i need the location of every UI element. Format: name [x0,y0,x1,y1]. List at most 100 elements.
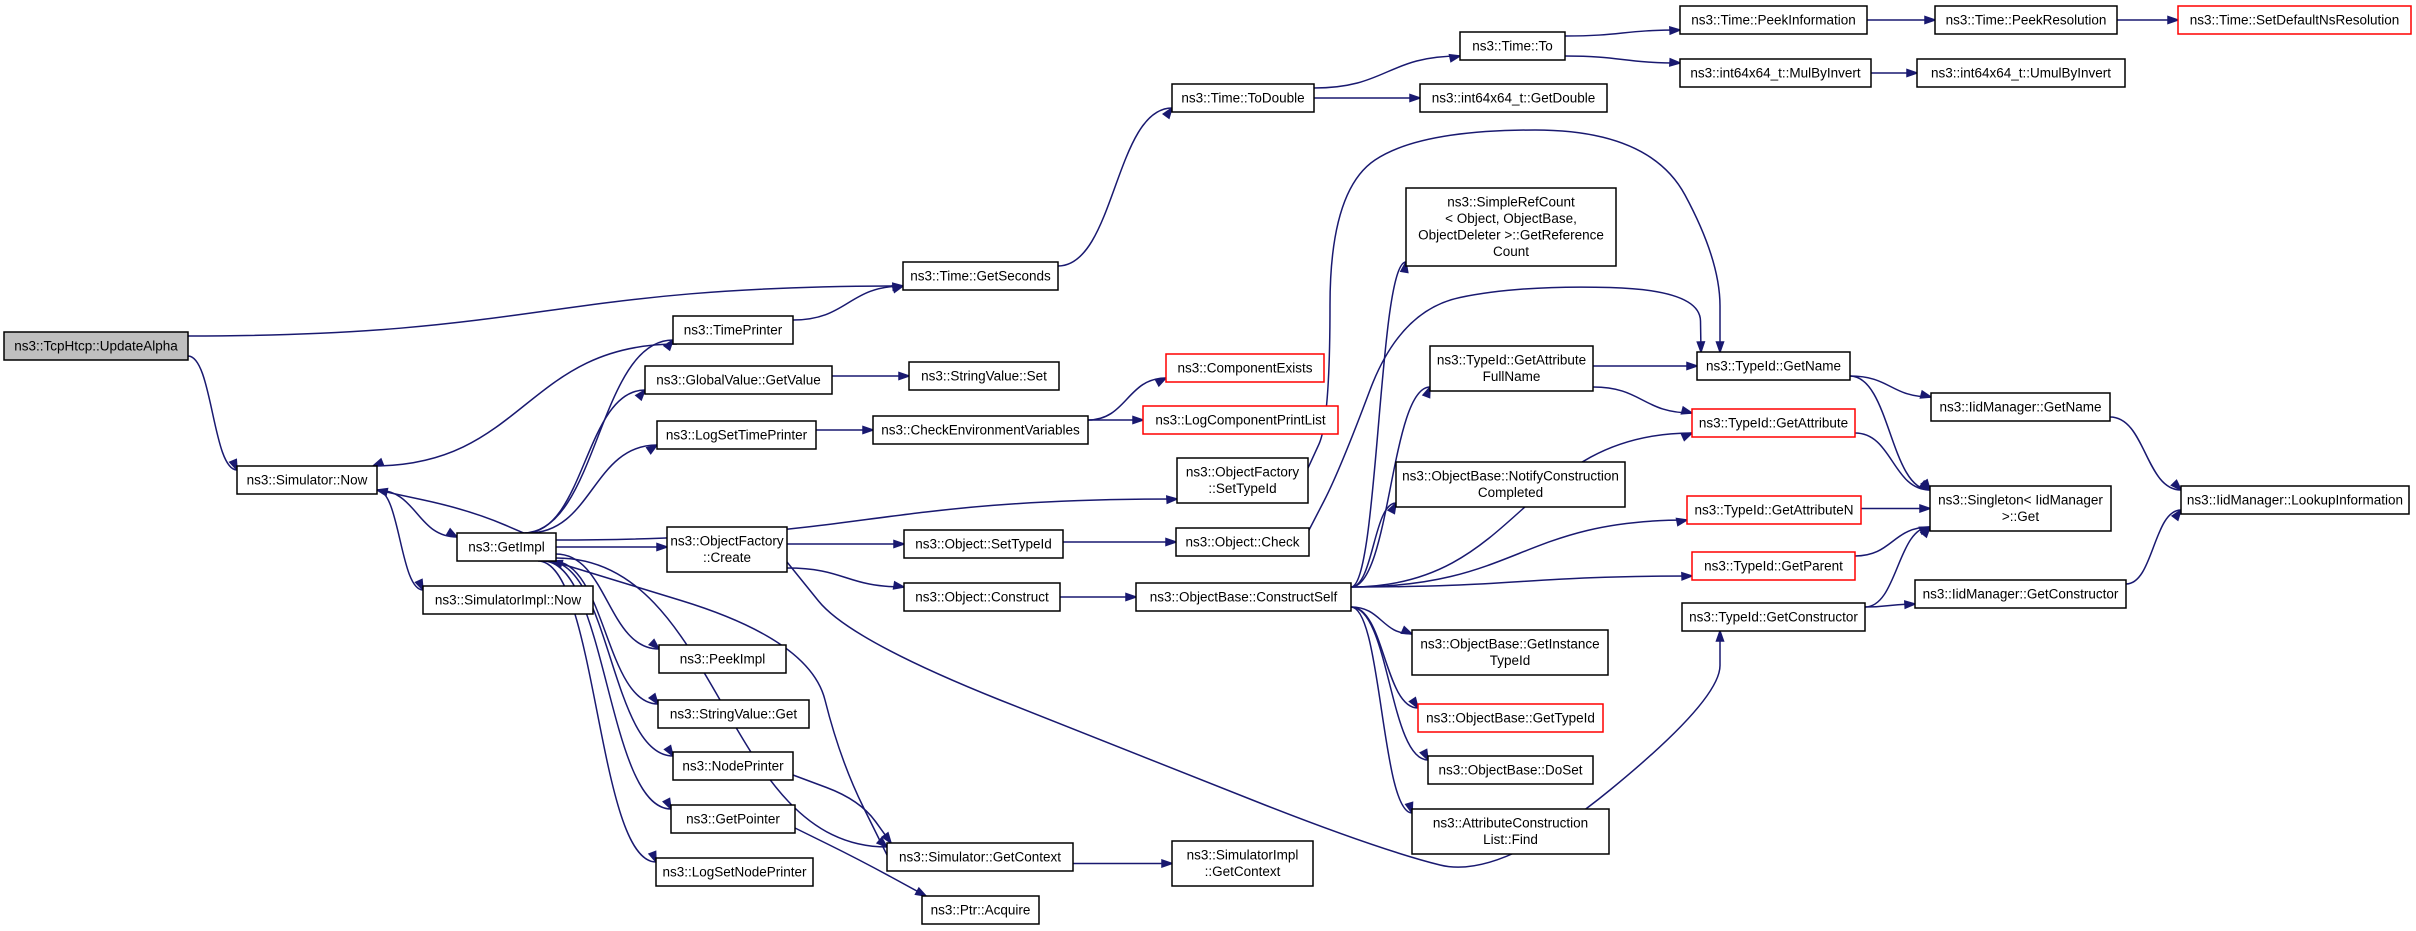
node-stringvalue_set[interactable]: ns3::StringValue::Set [908,361,1060,391]
node-label-checkenv: ns3::CheckEnvironmentVariables [881,422,1080,437]
node-label-typeid_getattrfullname: FullName [1483,369,1541,384]
node-sim_now[interactable]: ns3::Simulator::Now [236,465,378,495]
arrowhead-typeid_getattributen-to-singleton_get [1919,503,1933,514]
call-edge-getimpl-to-logsettimeprinter [527,444,658,534]
node-time_setdefault[interactable]: ns3::Time::SetDefaultNsResolution [2177,5,2412,35]
node-getpointer[interactable]: ns3::GetPointer [670,804,796,834]
arrowhead-of_create-to-typeid_getconstructor [1715,628,1725,642]
node-box-ob_constructself [1135,582,1352,612]
arrowhead-ob_constructself-to-ob_doset [1419,748,1430,763]
node-obj_construct[interactable]: ns3::Object::Construct [903,582,1061,612]
node-sim_getcontext[interactable]: ns3::Simulator::GetContext [886,842,1074,872]
node-label-sim_now: ns3::Simulator::Now [247,472,368,487]
node-globalvalue_getvalue[interactable]: ns3::GlobalValue::GetValue [644,365,833,395]
node-time_to[interactable]: ns3::Time::To [1459,31,1566,61]
arrowhead-nodeprinter-to-sim_getcontext [881,831,893,845]
node-box-iid_getconstructor [1914,579,2127,609]
node-simimpl_getcontext[interactable]: ns3::SimulatorImpl::GetContext [1171,840,1314,887]
node-box-time_getseconds [902,261,1059,291]
node-box-ptr_acquire [921,895,1040,925]
arrowhead-ob_constructself-to-acl_find [1404,801,1414,816]
node-singleton_get[interactable]: ns3::Singleton< IidManager>::Get [1929,485,2112,532]
node-logsettimeprinter[interactable]: ns3::LogSetTimePrinter [656,420,817,450]
node-iid_getconstructor[interactable]: ns3::IidManager::GetConstructor [1914,579,2127,609]
node-time_peekinfo[interactable]: ns3::Time::PeekInformation [1679,5,1868,35]
node-typeid_getattributen[interactable]: ns3::TypeId::GetAttributeN [1686,495,1862,525]
node-of_create[interactable]: ns3::ObjectFactory::Create [666,526,788,573]
node-typeid_getconstructor[interactable]: ns3::TypeId::GetConstructor [1681,602,1866,632]
node-simplerefcount[interactable]: ns3::SimpleRefCount< Object, ObjectBase,… [1405,187,1617,267]
node-getimpl[interactable]: ns3::GetImpl [456,532,557,562]
node-obj_check[interactable]: ns3::Object::Check [1175,527,1310,557]
node-updatealpha[interactable]: ns3::TcpHtcp::UpdateAlpha [3,331,189,361]
node-box-simplerefcount [1405,187,1617,267]
node-iid_getname[interactable]: ns3::IidManager::GetName [1930,392,2111,422]
node-label-time_getseconds: ns3::Time::GetSeconds [910,268,1051,283]
arrowhead-obj_settypeid-to-obj_check [1165,537,1179,547]
node-label-iid_getname: ns3::IidManager::GetName [1939,399,2101,414]
node-box-ob_doset [1427,755,1594,785]
node-timeprinter[interactable]: ns3::TimePrinter [672,315,794,345]
node-iid_lookupinfo[interactable]: ns3::IidManager::LookupInformation [2180,485,2410,515]
arrowhead-time_peekinfo-to-time_peekres [1924,15,1938,25]
node-of_settypeid[interactable]: ns3::ObjectFactory::SetTypeId [1176,457,1309,504]
call-edge-sim_now-to-getimpl [376,489,458,538]
node-ptr_acquire[interactable]: ns3::Ptr::Acquire [921,895,1040,925]
arrowhead-getimpl-to-logsettimeprinter [645,443,659,455]
arrowhead-updatealpha-to-sim_now [228,458,238,473]
call-edge-typeid_getname-to-iid_getname [1849,375,1932,398]
node-time_getseconds[interactable]: ns3::Time::GetSeconds [902,261,1059,291]
node-label-typeid_getconstructor: ns3::TypeId::GetConstructor [1689,609,1858,624]
node-label-simplerefcount: Count [1493,244,1529,259]
arrowhead-time_todouble-to-int_getdouble [1409,93,1423,103]
call-edge-updatealpha-to-time_getseconds [187,285,904,337]
node-label-simplerefcount: < Object, ObjectBase, [1445,211,1577,226]
node-nodeprinter[interactable]: ns3::NodePrinter [672,751,794,781]
call-edge-sim_getcontext-to-getimpl [551,560,888,856]
node-typeid_getname[interactable]: ns3::TypeId::GetName [1696,351,1851,381]
call-edge-time_getseconds-to-time_todouble [1057,107,1173,267]
node-label-time_setdefault: ns3::Time::SetDefaultNsResolution [2190,12,2400,27]
node-ob_notifyconstruction[interactable]: ns3::ObjectBase::NotifyConstructionCompl… [1395,461,1626,508]
node-time_todouble[interactable]: ns3::Time::ToDouble [1171,83,1315,113]
node-box-simimpl_now [422,585,594,615]
node-box-time_to [1459,31,1566,61]
node-logsetnodeprinter[interactable]: ns3::LogSetNodePrinter [655,857,814,887]
node-stringvalue_get[interactable]: ns3::StringValue::Get [657,699,810,729]
arrowhead-getimpl-to-peekimpl [648,638,661,651]
node-int_mulbyinvert[interactable]: ns3::int64x64_t::MulByInvert [1679,58,1872,88]
node-int_getdouble[interactable]: ns3::int64x64_t::GetDouble [1419,83,1608,113]
node-label-ob_constructself: ns3::ObjectBase::ConstructSelf [1150,589,1338,604]
node-checkenv[interactable]: ns3::CheckEnvironmentVariables [872,415,1089,445]
node-typeid_getparent[interactable]: ns3::TypeId::GetParent [1691,551,1856,581]
node-box-globalvalue_getvalue [644,365,833,395]
node-int_umulbyinvert[interactable]: ns3::int64x64_t::UmulByInvert [1916,58,2126,88]
arrowhead-time_to-to-time_peekinfo [1669,26,1683,36]
node-time_peekres[interactable]: ns3::Time::PeekResolution [1934,5,2118,35]
node-box-typeid_getconstructor [1681,602,1866,632]
arrowhead-getpointer-to-ptr_acquire [914,886,928,898]
arrowhead-getimpl-to-nodeprinter [663,744,675,758]
node-peekimpl[interactable]: ns3::PeekImpl [658,644,787,674]
node-label-peekimpl: ns3::PeekImpl [680,651,766,666]
node-logcomponentprintlist[interactable]: ns3::LogComponentPrintList [1142,405,1339,435]
node-obj_settypeid[interactable]: ns3::Object::SetTypeId [903,529,1064,559]
arrowhead-int_mulbyinvert-to-int_umulbyinvert [1906,68,1920,78]
node-typeid_getattribute[interactable]: ns3::TypeId::GetAttribute [1691,408,1856,438]
node-box-checkenv [872,415,1089,445]
node-ob_constructself[interactable]: ns3::ObjectBase::ConstructSelf [1135,582,1352,612]
arrowhead-iid_getname-to-iid_lookupinfo [2170,479,2183,492]
node-simimpl_now[interactable]: ns3::SimulatorImpl::Now [422,585,594,615]
node-componentexists[interactable]: ns3::ComponentExists [1165,353,1325,383]
node-label-updatealpha: ns3::TcpHtcp::UpdateAlpha [14,338,178,353]
node-label-obj_settypeid: ns3::Object::SetTypeId [915,536,1052,551]
arrowhead-time_getseconds-to-time_todouble [1162,106,1174,120]
node-label-of_settypeid: ns3::ObjectFactory [1186,465,1300,480]
arrowhead-typeid_getconstructor-to-singleton_get [1919,525,1932,539]
node-label-stringvalue_set: ns3::StringValue::Set [921,368,1047,383]
node-ob_doset[interactable]: ns3::ObjectBase::DoSet [1427,755,1594,785]
node-ob_gettypeid[interactable]: ns3::ObjectBase::GetTypeId [1417,703,1604,733]
